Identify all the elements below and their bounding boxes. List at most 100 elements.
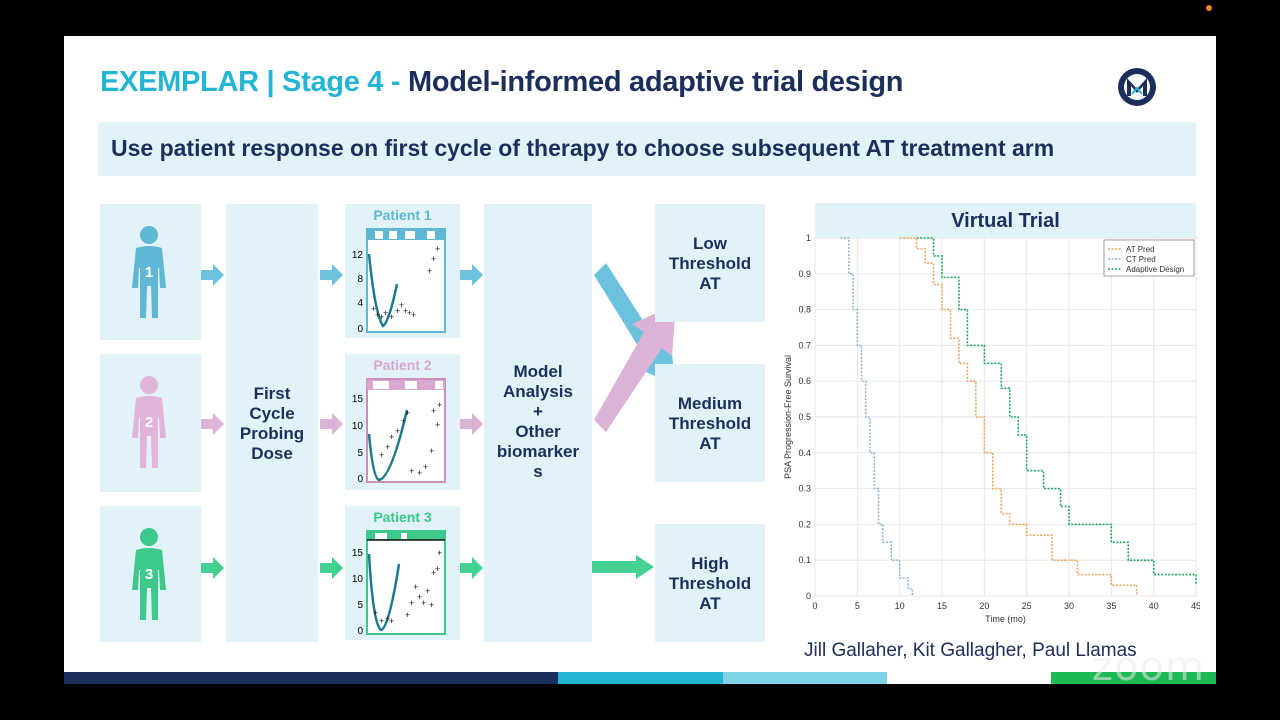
svg-text:0: 0 (357, 324, 363, 335)
svg-text:15: 15 (352, 548, 364, 559)
zoom-watermark: zoom (1092, 644, 1205, 690)
svg-text:+: + (417, 592, 422, 602)
person-icon: 1 (132, 226, 166, 318)
svg-text:+: + (423, 462, 428, 472)
svg-text:+: + (429, 600, 434, 610)
svg-text:+: + (409, 466, 414, 476)
svg-text:+: + (385, 614, 390, 624)
arrow-right-icon (460, 413, 483, 435)
svg-text:0: 0 (357, 626, 363, 637)
patient-plot-1: Patient 1 12 8 4 0 +++++++++++++ (345, 204, 460, 338)
svg-text:+: + (435, 244, 440, 254)
svg-text:+: + (431, 406, 436, 416)
svg-text:12: 12 (352, 250, 364, 261)
patient-3-response-plot: 15 10 5 0 ++++++++++++++ (352, 530, 446, 637)
svg-text:+: + (379, 616, 384, 626)
x-tick-label: 40 (1149, 601, 1159, 611)
legend-box (1103, 239, 1195, 277)
svg-text:+: + (389, 312, 394, 322)
svg-text:+: + (371, 304, 376, 314)
x-axis-label: Time (mo) (985, 614, 1026, 624)
footer-bar-navy (64, 672, 558, 684)
svg-text:5: 5 (357, 448, 363, 459)
svg-text:+: + (431, 254, 436, 264)
svg-text:+: + (389, 616, 394, 626)
legend-label: AT Pred (1126, 245, 1155, 254)
x-tick-label: 5 (855, 601, 860, 611)
person-icon: 2 (132, 376, 166, 468)
patient-number: 1 (145, 264, 153, 281)
title-main: Model-informed adaptive trial design (408, 66, 904, 98)
authors-credit: Jill Gallaher, Kit Gallagher, Paul Llama… (804, 640, 1137, 661)
patient-plot-title: Patient 1 (373, 207, 432, 223)
svg-text:+: + (375, 310, 380, 320)
legend-label: CT Pred (1126, 255, 1156, 264)
svg-text:+: + (425, 586, 430, 596)
svg-text:+: + (417, 468, 422, 478)
arrow-right-icon (460, 557, 483, 579)
y-tick-label: 0.3 (798, 484, 811, 494)
svg-text:+: + (379, 312, 384, 322)
y-tick-label: 0.4 (798, 448, 811, 458)
patient-2-response-plot: 15 10 5 0 +++++++++++++ (352, 378, 446, 485)
patient-plot-title: Patient 2 (373, 357, 432, 373)
svg-text:+: + (437, 400, 442, 410)
svg-text:+: + (403, 306, 408, 316)
model-analysis-label: Model Analysis + Other biomarker s (496, 362, 580, 481)
y-tick-label: 0.8 (798, 305, 811, 315)
series-line-1 (899, 237, 1138, 596)
footer-bar-white (887, 672, 1051, 684)
x-tick-label: 15 (937, 601, 947, 611)
svg-text:+: + (405, 610, 410, 620)
svg-text:+: + (431, 568, 436, 578)
x-tick-label: 35 (1106, 601, 1116, 611)
probing-dose-label: First Cycle Probing Dose (239, 384, 305, 463)
legend-label: Adaptive Design (1126, 265, 1184, 274)
person-icon: 3 (132, 528, 166, 620)
arrow-right-icon (320, 413, 343, 435)
x-tick-label: 20 (979, 601, 989, 611)
svg-text:8: 8 (357, 274, 363, 285)
y-axis-label: PSA Progression-Free Survival (783, 355, 793, 479)
svg-text:+: + (385, 442, 390, 452)
arrow-right-icon (320, 557, 343, 579)
patient-number: 3 (145, 566, 153, 583)
slide-title: EXEMPLAR | Stage 4 - Model-informed adap… (100, 66, 903, 99)
svg-text:10: 10 (352, 574, 364, 585)
virtual-trial-title: Virtual Trial (815, 203, 1196, 239)
svg-text:+: + (389, 432, 394, 442)
y-tick-label: 0.7 (798, 340, 811, 350)
svg-text:+: + (395, 306, 400, 316)
arrow-right-icon (201, 413, 224, 435)
patient-plot-title: Patient 3 (373, 509, 432, 525)
patient-1-response-plot: 12 8 4 0 +++++++++++++ (352, 228, 446, 335)
arrow-right-icon (460, 264, 483, 286)
mm-logo-icon (1118, 68, 1156, 106)
x-tick-label: 0 (812, 601, 817, 611)
svg-text:+: + (411, 310, 416, 320)
x-tick-label: 30 (1064, 601, 1074, 611)
svg-text:+: + (429, 446, 434, 456)
recording-indicator-icon (1206, 5, 1212, 11)
svg-text:10: 10 (352, 421, 364, 432)
model-analysis-column: Model Analysis + Other biomarker s (484, 204, 592, 642)
svg-text:+: + (399, 300, 404, 310)
patient-box-2: 2 (100, 354, 201, 492)
patient-number: 2 (145, 414, 153, 431)
series-line-3 (916, 237, 1197, 586)
y-tick-label: 0.1 (798, 555, 811, 565)
svg-text:+: + (407, 308, 412, 318)
svg-text:+: + (379, 450, 384, 460)
footer-bar-teal (558, 672, 723, 684)
svg-text:+: + (427, 266, 432, 276)
patient-box-3: 3 (100, 506, 201, 642)
arrow-right-icon (201, 264, 224, 286)
svg-text:+: + (437, 548, 442, 558)
footer-bar-light-teal (723, 672, 887, 684)
probing-dose-column: First Cycle Probing Dose (226, 204, 318, 642)
arrow-right-icon (592, 555, 654, 579)
